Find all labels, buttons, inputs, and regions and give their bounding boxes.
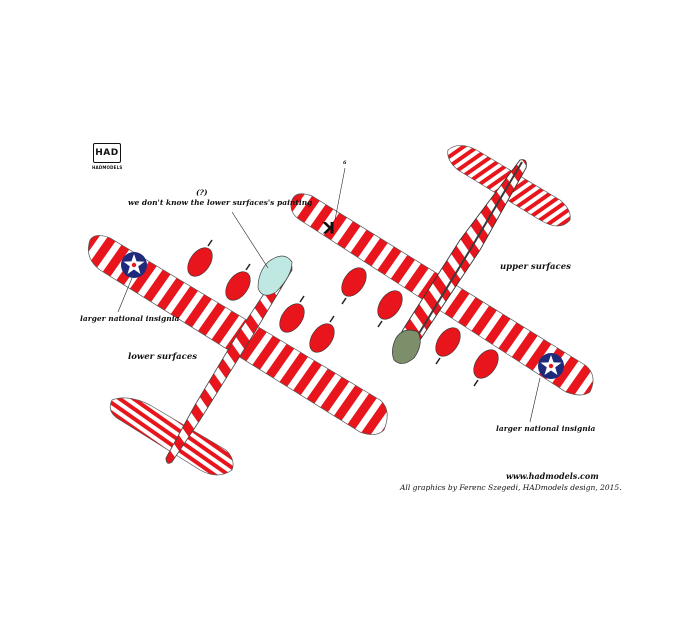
callout-lines	[117, 167, 541, 423]
aircraft-code-letter: K	[322, 218, 335, 237]
upper-surfaces-label: upper surfaces	[500, 262, 571, 272]
website-label: www.hadmodels.com	[506, 471, 599, 481]
upper-surface-aircraft: K	[290, 145, 594, 396]
lower-surfaces-note: we don't know the lower surfaces's paint…	[128, 198, 313, 207]
hadmodels-logo: HAD HADMODELS	[92, 143, 122, 170]
question-label: (?)	[196, 188, 208, 197]
upper-nose	[392, 329, 421, 364]
lower-surface-aircraft	[88, 235, 388, 476]
upper-fuselage-spine	[414, 161, 523, 341]
logo-subtitle: HADMODELS	[92, 165, 123, 170]
lower-insignia-label: larger national insignia	[80, 314, 180, 323]
upper-propellers	[341, 297, 479, 387]
lower-surfaces-label: lower surfaces	[128, 352, 198, 362]
upper-national-insignia	[538, 353, 564, 379]
logo-mark: HAD	[93, 143, 121, 163]
lower-tailplane	[109, 397, 234, 476]
lower-national-insignia	[121, 252, 147, 278]
upper-insignia-label: larger national insignia	[496, 424, 596, 433]
lower-engines	[187, 247, 335, 353]
lower-nose-glass	[257, 255, 293, 296]
callout-number: 6	[343, 160, 347, 166]
lower-propellers	[207, 239, 335, 323]
upper-engines	[341, 267, 499, 379]
credit-label: All graphics by Ferenc Szegedi, HADmodel…	[400, 483, 622, 492]
